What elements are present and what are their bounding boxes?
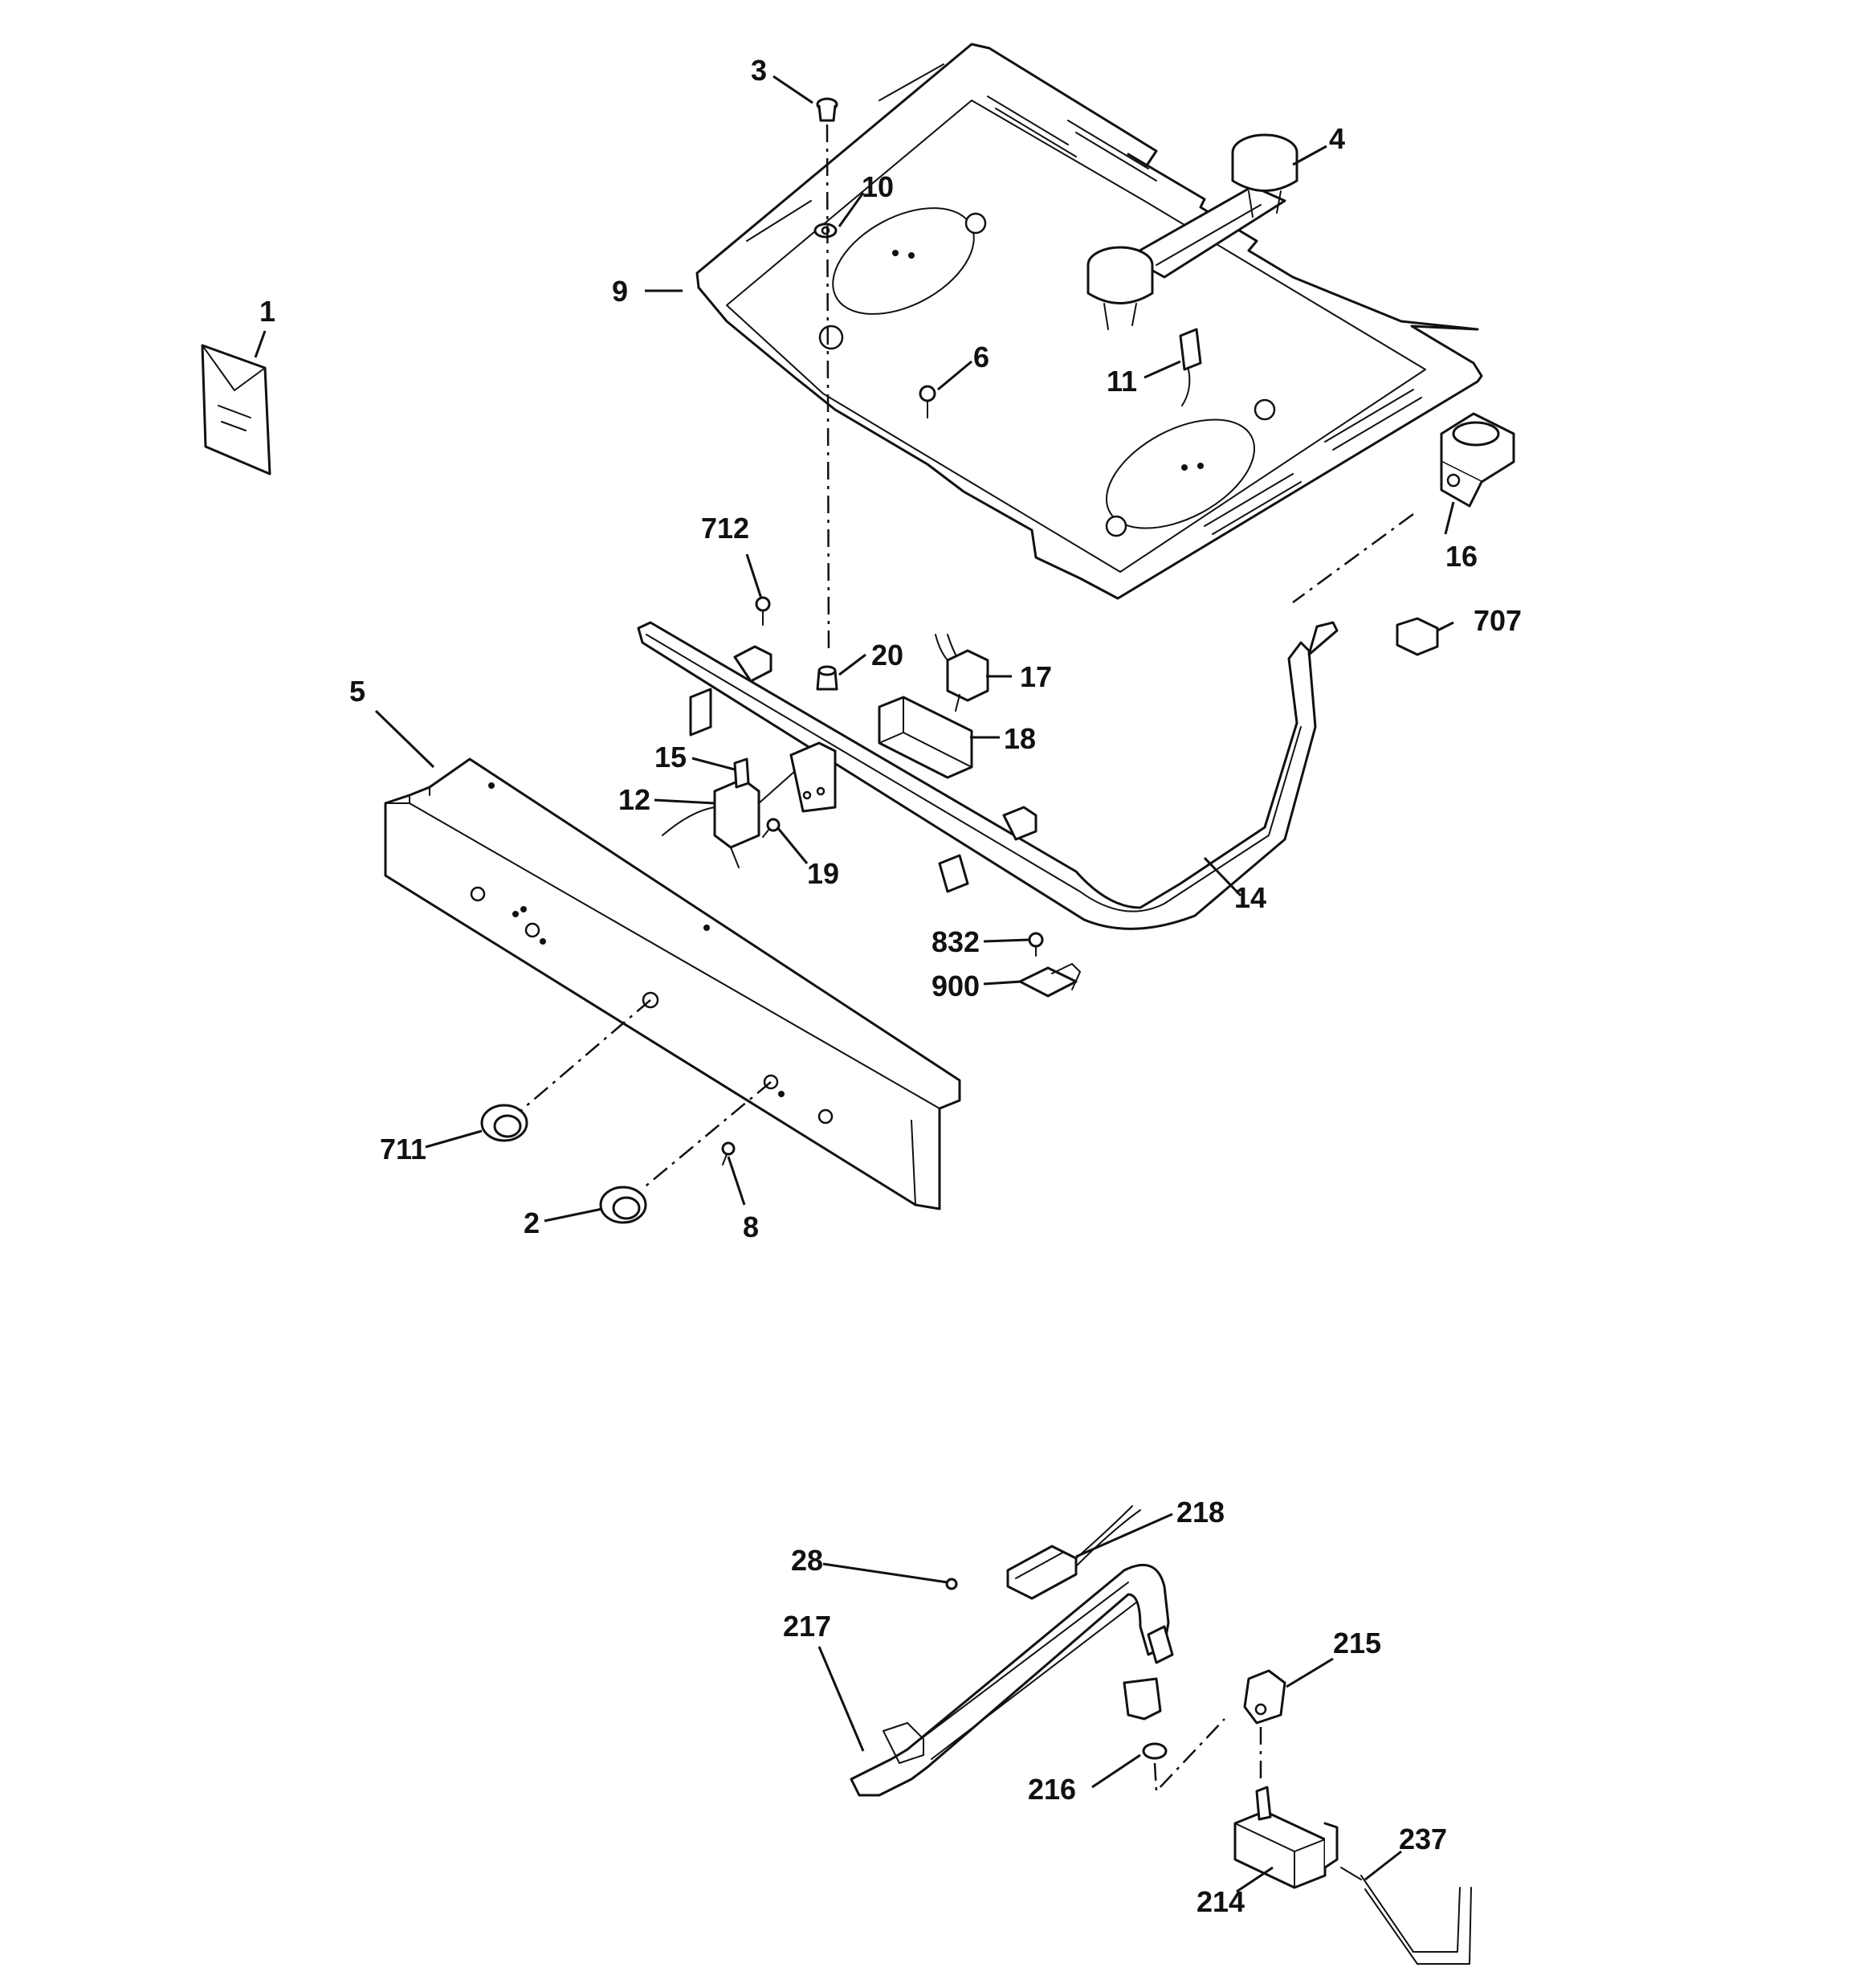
- callout-3: 3: [751, 54, 767, 87]
- callout-20: 20: [871, 639, 903, 672]
- part-8-screw: [721, 1141, 736, 1165]
- part-214-oven-valve: [1233, 1786, 1339, 1889]
- callout-237: 237: [1399, 1823, 1447, 1855]
- part-17-switch: [935, 634, 989, 712]
- callout-214: 214: [1196, 1885, 1245, 1918]
- callout-6: 6: [973, 341, 989, 374]
- part-2-knob: [599, 1186, 647, 1224]
- callout-712: 712: [701, 512, 749, 545]
- part-6-screw: [919, 385, 936, 418]
- callout-215: 215: [1333, 1627, 1381, 1659]
- callout-16: 16: [1445, 540, 1478, 573]
- part-11-ignitor-clip: [1179, 328, 1202, 406]
- part-18-spark-module: [878, 696, 973, 779]
- callout-218: 218: [1176, 1496, 1225, 1529]
- part-10-nut: [813, 222, 838, 239]
- part-832-screw: [1028, 932, 1044, 957]
- part-711-knob: [480, 1104, 528, 1142]
- callout-707: 707: [1474, 604, 1522, 637]
- callout-832: 832: [932, 925, 980, 958]
- part-707-clip: [1396, 617, 1439, 656]
- part-14-manifold: [637, 621, 1339, 930]
- centerline-2: [642, 1081, 772, 1190]
- leader-lines: [254, 75, 1455, 1893]
- centerline-16-14: [1292, 512, 1414, 604]
- callout-28: 28: [791, 1544, 823, 1577]
- callout-10: 10: [862, 170, 894, 203]
- callout-8: 8: [743, 1210, 759, 1243]
- part-20-orifice: [816, 665, 838, 691]
- callout-18: 18: [1004, 722, 1036, 755]
- part-28-screw: [945, 1578, 958, 1590]
- callout-2: 2: [524, 1206, 540, 1239]
- callout-12: 12: [618, 783, 650, 816]
- centerline-216-215: [1153, 1718, 1225, 1794]
- centerline-3-20: [826, 124, 830, 655]
- centerline-711: [513, 999, 651, 1117]
- callout-217: 217: [783, 1610, 831, 1643]
- callout-1: 1: [259, 295, 275, 328]
- part-16-pressure-regulator: [1440, 412, 1515, 508]
- callout-5: 5: [349, 675, 365, 708]
- callout-4: 4: [1329, 122, 1345, 155]
- part-4-burner-valve-assembly: [1086, 133, 1298, 330]
- part-237-tube: [1340, 1867, 1472, 1965]
- callout-216: 216: [1028, 1773, 1076, 1806]
- part-15-valve-stem: [733, 757, 750, 789]
- callout-14: 14: [1234, 881, 1266, 914]
- part-19-screw: [762, 818, 781, 838]
- callout-711: 711: [380, 1133, 426, 1165]
- callout-17: 17: [1020, 660, 1052, 693]
- part-1-literature-envelope: [201, 344, 271, 476]
- callout-11: 11: [1107, 365, 1137, 398]
- part-3-grommet: [816, 97, 838, 122]
- callout-900: 900: [932, 970, 980, 1002]
- callout-15: 15: [654, 741, 687, 774]
- part-9-burner-box: [695, 43, 1483, 600]
- part-712-screw: [755, 596, 771, 626]
- part-217-oven-burner: [850, 1563, 1174, 1797]
- callout-9: 9: [612, 275, 628, 308]
- part-215-bracket: [1243, 1669, 1286, 1725]
- part-216-orifice-holder: [1123, 1677, 1168, 1760]
- part-900-bracket: [1018, 963, 1081, 998]
- callout-19: 19: [807, 857, 839, 890]
- part-5-control-panel: [384, 757, 961, 1210]
